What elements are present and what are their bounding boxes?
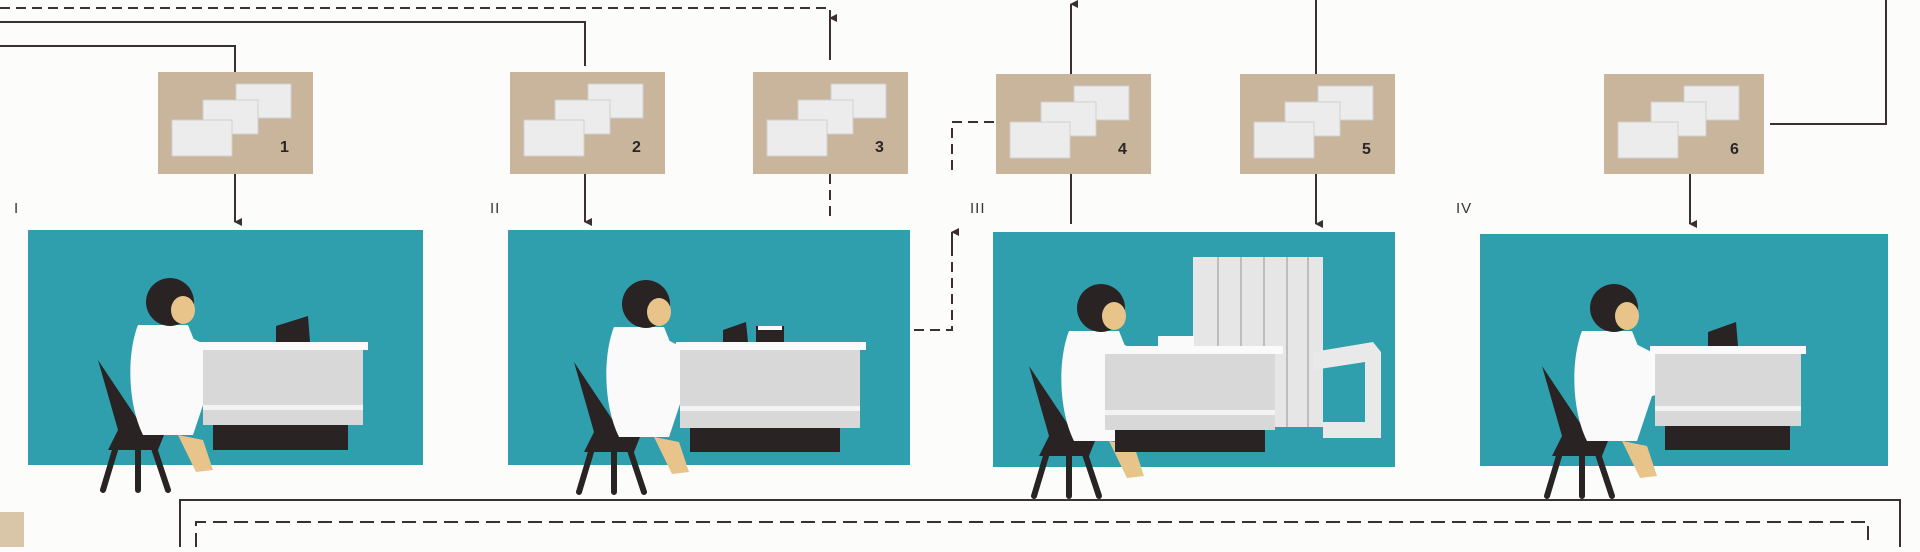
- doc-box-1: 1: [158, 72, 313, 174]
- station-panel-I: [28, 230, 423, 490]
- station-label-IV: IV: [1456, 200, 1473, 217]
- station-panel-IV: [1480, 234, 1888, 496]
- doc-box-3: 3: [753, 72, 908, 174]
- station-panel-II: [508, 230, 910, 492]
- line-into-doc-1: [0, 45, 236, 72]
- doc-number-2: 2: [632, 139, 641, 156]
- doc-number-1: 1: [280, 139, 289, 156]
- doc-number-6: 6: [1730, 141, 1739, 158]
- station-label-III: III: [970, 200, 986, 217]
- doc-number-5: 5: [1362, 141, 1371, 158]
- bottom-solid-frame: [179, 499, 1901, 547]
- station-label-I: I: [14, 200, 20, 217]
- bottom-dashed-frame: [195, 521, 1869, 547]
- station-panel-III: [993, 232, 1395, 496]
- document-boxes: 1 2 3 4: [158, 72, 1764, 174]
- doc-box-5: 5: [1240, 74, 1395, 174]
- top-dashed-return-line: [0, 7, 831, 48]
- line-into-doc-2: [0, 21, 586, 66]
- doc-box-2: 2: [510, 72, 665, 174]
- doc-number-4: 4: [1118, 141, 1127, 158]
- station-label-II: II: [490, 200, 501, 217]
- dashed-doc4-in: [951, 121, 996, 170]
- dashed-II-to-doc4: [914, 236, 953, 331]
- corner-fragment: [0, 512, 24, 547]
- doc-box-4: 4: [996, 74, 1151, 174]
- doc-box-6: 6: [1604, 74, 1764, 174]
- line-from-doc-6: [1770, 0, 1887, 125]
- doc-number-3: 3: [875, 139, 884, 156]
- station-panels: [28, 230, 1888, 496]
